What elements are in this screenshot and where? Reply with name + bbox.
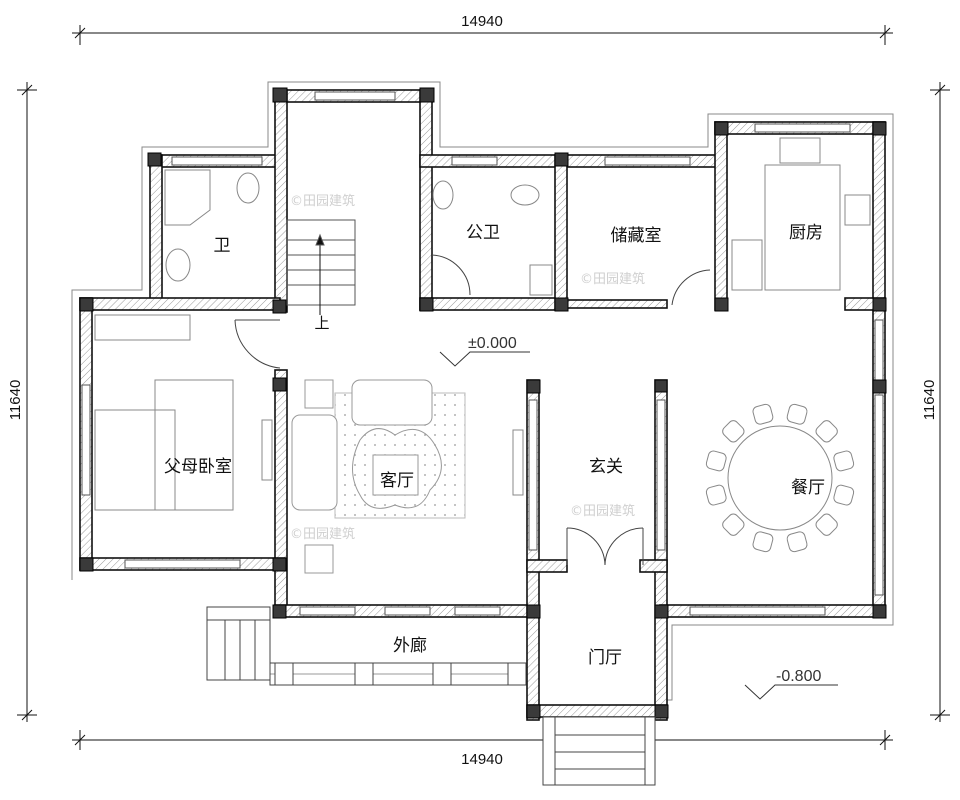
watermark: ©田园建筑 bbox=[580, 271, 645, 287]
room-label-public-bathroom: 公卫 bbox=[466, 223, 500, 243]
stair-up-label: 上 bbox=[314, 314, 329, 332]
watermark: ©田园建筑 bbox=[290, 526, 355, 542]
dining-chair bbox=[833, 484, 855, 506]
doors bbox=[234, 254, 711, 566]
windows bbox=[81, 91, 884, 616]
dimension-left bbox=[17, 82, 37, 722]
room-label-entrance-hall: 门厅 bbox=[588, 648, 622, 668]
dimension-top bbox=[72, 25, 893, 45]
dining-chair bbox=[722, 513, 745, 536]
level-mark-indoor bbox=[439, 351, 530, 367]
room-label-living-room: 客厅 bbox=[380, 471, 414, 491]
dining-chair bbox=[722, 420, 745, 443]
outdoor-steps-left bbox=[206, 606, 271, 681]
dining-chair bbox=[815, 513, 838, 536]
dining-chair bbox=[752, 403, 774, 425]
room-label-parents-bedroom: 父母卧室 bbox=[164, 457, 232, 477]
room-label-bathroom: 卫 bbox=[214, 236, 231, 256]
room-label-dining-room: 餐厅 bbox=[791, 478, 825, 498]
dining-chair bbox=[815, 420, 838, 443]
dimension-bottom bbox=[72, 730, 893, 750]
level-mark-outdoor bbox=[744, 684, 838, 700]
dimension-left-label: 11640 bbox=[7, 380, 24, 421]
veranda-railing bbox=[269, 662, 527, 686]
dimension-right bbox=[930, 82, 950, 722]
dining-chair bbox=[705, 450, 727, 472]
level-indoor: ±0.000 bbox=[468, 335, 517, 352]
dining-table bbox=[705, 403, 855, 553]
dimension-right-label: 11640 bbox=[921, 380, 938, 421]
columns bbox=[79, 87, 887, 719]
level-outdoor: -0.800 bbox=[776, 668, 821, 685]
room-label-storage: 储藏室 bbox=[611, 226, 662, 246]
room-label-kitchen: 厨房 bbox=[789, 223, 823, 243]
room-label-veranda: 外廊 bbox=[393, 636, 427, 656]
fixtures bbox=[94, 137, 871, 511]
watermark: ©田园建筑 bbox=[290, 193, 355, 209]
dimension-top-label: 14940 bbox=[461, 13, 503, 30]
dining-chair bbox=[752, 531, 774, 553]
dining-chair bbox=[786, 531, 808, 553]
living-room-furniture bbox=[291, 379, 466, 574]
dining-chair bbox=[786, 403, 808, 425]
interior-stair bbox=[286, 219, 356, 315]
dining-chair bbox=[833, 450, 855, 472]
watermark: ©田园建筑 bbox=[570, 503, 635, 519]
outer-outline bbox=[71, 81, 894, 701]
room-label-foyer: 玄关 bbox=[589, 457, 623, 477]
dimension-bottom-label: 14940 bbox=[461, 751, 503, 768]
outdoor-steps-entrance bbox=[542, 716, 656, 786]
dining-chair bbox=[705, 484, 727, 506]
